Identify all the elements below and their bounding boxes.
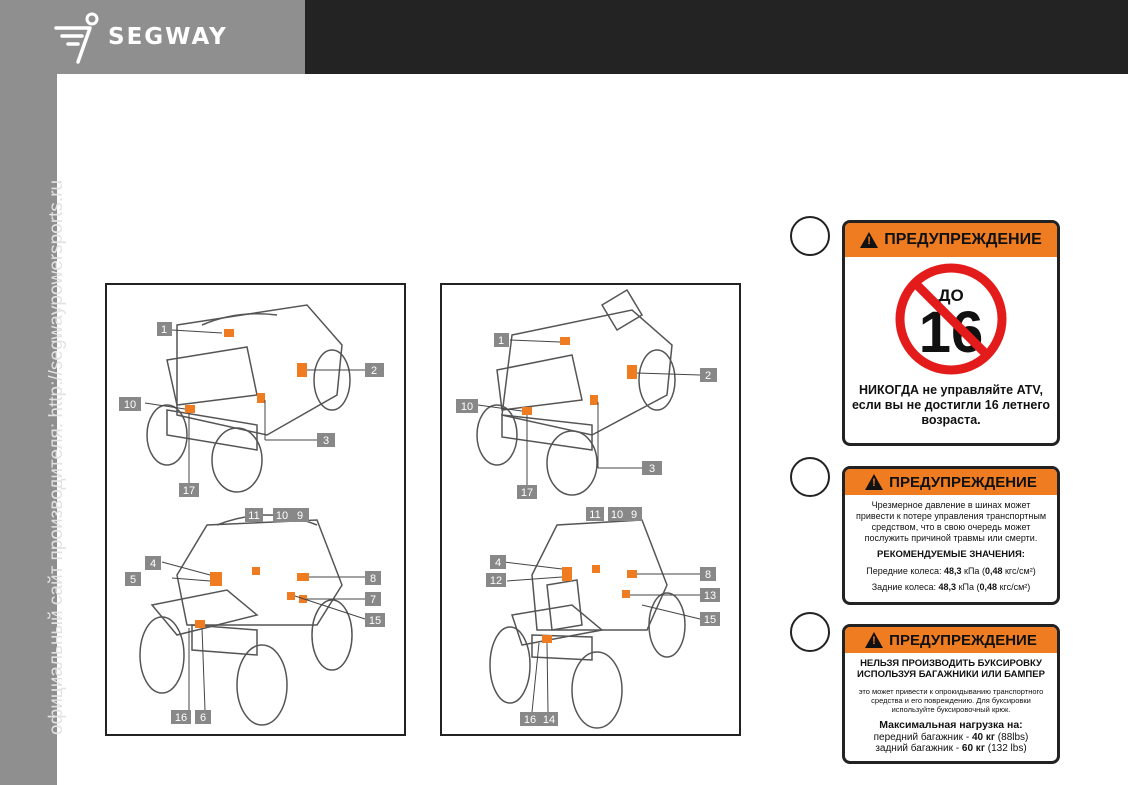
warning-triangle-icon xyxy=(865,632,884,648)
no-under-16-icon: ДО 16 xyxy=(895,263,1007,375)
tire-warning-body: Чрезмерное давление в шинах может привес… xyxy=(855,500,1047,543)
label-r-14: 14 xyxy=(543,714,555,726)
svg-text:ДО: ДО xyxy=(938,286,963,305)
label-r-15: 15 xyxy=(704,614,716,626)
warning-triangle-icon xyxy=(860,232,879,248)
label-l-5: 5 xyxy=(130,574,136,586)
label-r-10b: 10 xyxy=(611,509,623,521)
label-l-4: 4 xyxy=(150,558,156,570)
label-l-7: 7 xyxy=(370,594,376,606)
warning-title: ПРЕДУПРЕЖДЕНИЕ xyxy=(884,231,1042,248)
warning-header: ПРЕДУПРЕЖДЕНИЕ xyxy=(845,469,1057,495)
warning-header: ПРЕДУПРЕЖДЕНИЕ xyxy=(845,627,1057,653)
label-l-11: 11 xyxy=(248,510,259,522)
label-l-2: 2 xyxy=(371,365,377,377)
header-bar xyxy=(305,0,1128,74)
label-r-4: 4 xyxy=(495,557,501,569)
label-r-3: 3 xyxy=(649,463,655,475)
warning-header: ПРЕДУПРЕЖДЕНИЕ xyxy=(845,223,1057,257)
atv-diagram-right: 1 2 10 3 17 11 10 9 4 12 8 13 15 16 14 xyxy=(456,288,720,729)
load-title: Максимальная нагрузка на: xyxy=(879,719,1023,731)
sidebar-site-text: официальный сайт производителя: http://s… xyxy=(46,179,67,735)
front-rack-load: передний багажник - 40 кг (88lbs) xyxy=(873,732,1029,743)
warning-tire-pressure: ПРЕДУПРЕЖДЕНИЕ Чрезмерное давление в шин… xyxy=(842,466,1060,605)
label-r-1: 1 xyxy=(498,335,504,347)
sidebar-strip xyxy=(0,74,57,785)
warning-title: ПРЕДУПРЕЖДЕНИЕ xyxy=(889,631,1037,649)
warning-age-line1: НИКОГДА не управляйте ATV, xyxy=(859,383,1043,397)
label-l-17: 17 xyxy=(183,485,195,497)
label-r-10a: 10 xyxy=(461,401,473,413)
label-l-8: 8 xyxy=(370,573,376,585)
label-l-1: 1 xyxy=(161,324,167,336)
svg-text:16: 16 xyxy=(919,300,984,365)
label-r-8: 8 xyxy=(705,569,711,581)
label-r-9: 9 xyxy=(631,509,637,521)
label-r-17: 17 xyxy=(521,487,533,499)
warning-age-line3: возраста. xyxy=(921,413,981,427)
rear-pressure: Задние колеса: 48,3 кПа (0,48 кгс/см²) xyxy=(871,582,1031,592)
warning-circle-2 xyxy=(790,457,830,497)
brand-name: SEGWAY xyxy=(108,24,228,50)
label-l-10b: 10 xyxy=(276,510,288,522)
warning-circle-1 xyxy=(790,216,830,256)
warning-triangle-icon xyxy=(865,474,884,490)
label-l-3: 3 xyxy=(323,435,329,447)
warning-title: ПРЕДУПРЕЖДЕНИЕ xyxy=(889,473,1037,491)
warning-circle-3 xyxy=(790,612,830,652)
towing-title-line2: ИСПОЛЬЗУЯ БАГАЖНИКИ ИЛИ БАМПЕР xyxy=(857,669,1045,680)
warning-age-line2: если вы не достигли 16 летнего xyxy=(851,398,1051,412)
header-logo-area: SEGWAY xyxy=(0,0,305,74)
segway-logo-icon xyxy=(54,12,99,64)
warning-towing: ПРЕДУПРЕЖДЕНИЕ НЕЛЬЗЯ ПРОИЗВОДИТЬ БУКСИР… xyxy=(842,624,1060,764)
label-r-2: 2 xyxy=(705,370,711,382)
label-r-16: 16 xyxy=(524,714,536,726)
label-l-10a: 10 xyxy=(124,399,136,411)
label-l-16: 16 xyxy=(175,712,187,724)
label-r-13: 13 xyxy=(704,590,716,602)
rear-rack-load: задний багажник - 60 кг (132 lbs) xyxy=(875,743,1027,754)
towing-body: это может привести к опрокидыванию транс… xyxy=(858,687,1044,714)
label-l-9: 9 xyxy=(297,510,303,522)
label-r-11: 11 xyxy=(589,509,600,521)
diagram-right: 1 2 10 3 17 11 10 9 4 12 8 13 15 16 14 xyxy=(440,283,741,736)
label-r-12: 12 xyxy=(490,575,502,587)
atv-diagram-left: 1 2 10 3 17 11 10 9 4 5 8 7 15 16 6 xyxy=(119,304,385,726)
towing-title-line1: НЕЛЬЗЯ ПРОИЗВОДИТЬ БУКСИРОВКУ xyxy=(860,658,1042,669)
label-l-6: 6 xyxy=(200,712,206,724)
warning-age: ПРЕДУПРЕЖДЕНИЕ ДО 16 НИКОГДА не управляй… xyxy=(842,220,1060,446)
label-l-15: 15 xyxy=(369,615,381,627)
front-pressure: Передние колеса: 48,3 кПа (0,48 кгс/см²) xyxy=(866,566,1036,576)
diagram-left: 1 2 10 3 17 11 10 9 4 5 8 7 15 16 6 xyxy=(105,283,406,736)
recommended-title: РЕКОМЕНДУЕМЫЕ ЗНАЧЕНИЯ: xyxy=(877,549,1025,560)
